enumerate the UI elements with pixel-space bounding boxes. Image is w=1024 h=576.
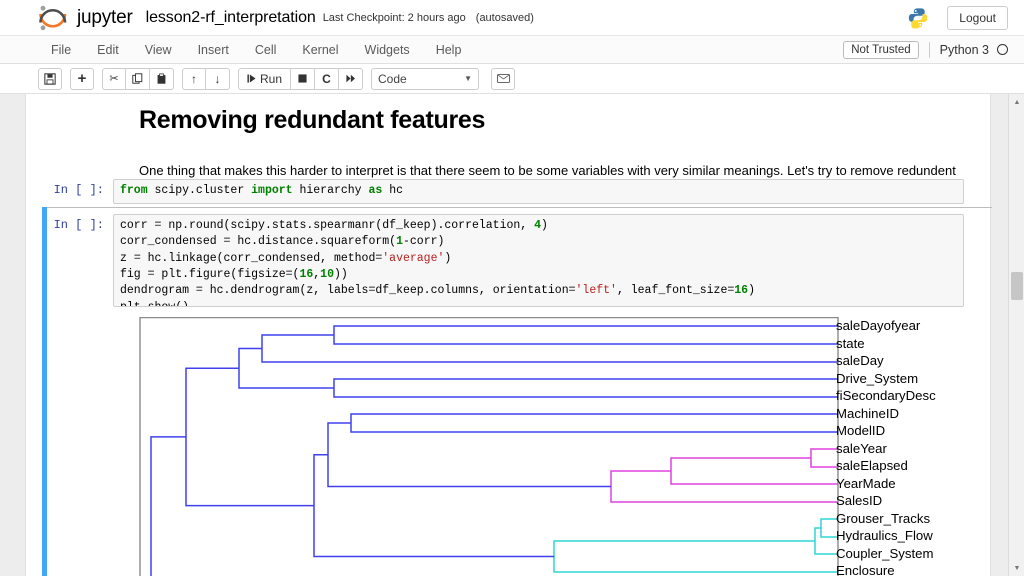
paste-cell-button[interactable] xyxy=(150,68,174,90)
menu-cell[interactable]: Cell xyxy=(242,40,290,60)
move-group: ↑ ↓ xyxy=(182,68,230,90)
scroll-up-arrow-icon[interactable]: ▲ xyxy=(1009,94,1024,110)
floppy-disk-icon xyxy=(44,73,56,85)
notebook-name[interactable]: lesson2-rf_interpretation xyxy=(146,9,316,27)
cell-type-value: Code xyxy=(378,72,407,86)
notebook-page: Removing redundant features One thing th… xyxy=(25,94,991,576)
cell-prompt-1: In [ ]: xyxy=(49,179,113,204)
run-cell-button[interactable]: Run xyxy=(238,68,291,90)
cut-cell-button[interactable]: ✂ xyxy=(102,68,126,90)
scroll-down-arrow-icon[interactable]: ▼ xyxy=(1009,560,1024,576)
menu-items: File Edit View Insert Cell Kernel Widget… xyxy=(38,40,474,60)
leaf-label: saleDayofyear xyxy=(836,317,936,335)
copy-cell-button[interactable] xyxy=(126,68,150,90)
save-button[interactable] xyxy=(38,68,62,90)
dendrogram-leaf-labels: saleDayofyear state saleDay Drive_System… xyxy=(836,317,936,576)
menu-edit[interactable]: Edit xyxy=(84,40,132,60)
menu-widgets[interactable]: Widgets xyxy=(352,40,423,60)
leaf-label: ModelID xyxy=(836,422,936,440)
cell-type-select[interactable]: Code ▼ xyxy=(371,68,479,90)
menubar-divider xyxy=(929,42,930,58)
stop-square-icon xyxy=(298,74,307,83)
keyboard-icon xyxy=(497,74,510,83)
cell-top-border xyxy=(42,207,992,208)
python-logo-icon xyxy=(907,7,929,29)
scissors-icon: ✂ xyxy=(109,72,118,85)
edit-group: ✂ xyxy=(102,68,174,90)
play-step-icon xyxy=(247,74,256,83)
fast-forward-icon xyxy=(346,74,356,83)
jupyter-logo-icon xyxy=(38,5,68,31)
code-cell-2[interactable]: In [ ]: corr = np.round(scipy.stats.spea… xyxy=(49,214,966,307)
scroll-thumb[interactable] xyxy=(1011,272,1023,300)
leaf-label: saleElapsed xyxy=(836,457,936,475)
leaf-label: MachineID xyxy=(836,405,936,423)
menu-kernel[interactable]: Kernel xyxy=(289,40,351,60)
run-group: Run C xyxy=(238,68,363,90)
palette-group xyxy=(491,68,515,90)
kernel-name-label: Python 3 xyxy=(940,43,989,57)
selected-cell-indicator xyxy=(42,207,47,576)
arrow-up-icon: ↑ xyxy=(191,72,197,86)
leaf-label: saleYear xyxy=(836,440,936,458)
jupyter-logo-text: jupyter xyxy=(77,7,133,29)
kernel-idle-circle-icon[interactable] xyxy=(997,44,1008,55)
leaf-label: Hydraulics_Flow xyxy=(836,527,936,545)
dendrogram-plot xyxy=(139,317,839,576)
leaf-label: state xyxy=(836,335,936,353)
leaf-label: Enclosure xyxy=(836,562,936,576)
notebook-toolbar: + ✂ ↑ xyxy=(0,64,1024,94)
leaf-label: fiSecondaryDesc xyxy=(836,387,936,405)
leaf-label: Drive_System xyxy=(836,370,936,388)
run-button-label: Run xyxy=(260,72,282,86)
autosaved-label: (autosaved) xyxy=(476,12,534,24)
trust-status-badge[interactable]: Not Trusted xyxy=(843,41,918,59)
plus-icon: + xyxy=(78,71,87,86)
leaf-label: Coupler_System xyxy=(836,545,936,563)
menu-insert[interactable]: Insert xyxy=(185,40,242,60)
clipboard-icon xyxy=(156,73,167,85)
logout-button[interactable]: Logout xyxy=(947,6,1008,30)
leaf-label: saleDay xyxy=(836,352,936,370)
chevron-down-icon: ▼ xyxy=(464,74,472,83)
open-command-palette-button[interactable] xyxy=(491,68,515,90)
plot-axes-frame xyxy=(140,317,838,576)
menu-file[interactable]: File xyxy=(38,40,84,60)
leaf-label: YearMade xyxy=(836,475,936,493)
move-cell-down-button[interactable]: ↓ xyxy=(206,68,230,90)
code-editor-2[interactable]: corr = np.round(scipy.stats.spearmanr(df… xyxy=(113,214,964,307)
restart-kernel-button[interactable]: C xyxy=(315,68,339,90)
restart-run-all-button[interactable] xyxy=(339,68,363,90)
code-editor-1[interactable]: from scipy.cluster import hierarchy as h… xyxy=(113,179,964,204)
save-group xyxy=(38,68,62,90)
arrow-down-icon: ↓ xyxy=(215,72,221,86)
last-checkpoint-label: Last Checkpoint: 2 hours ago xyxy=(323,12,466,24)
menu-view[interactable]: View xyxy=(132,40,185,60)
leaf-label: Grouser_Tracks xyxy=(836,510,936,528)
interrupt-kernel-button[interactable] xyxy=(291,68,315,90)
copy-icon xyxy=(132,73,143,84)
menu-bar: File Edit View Insert Cell Kernel Widget… xyxy=(0,36,1024,64)
notebook-header: jupyter lesson2-rf_interpretation Last C… xyxy=(0,0,1024,36)
dendrogram-links xyxy=(151,326,838,576)
cell-output-area: saleDayofyear state saleDay Drive_System… xyxy=(139,317,989,576)
code-cell-1[interactable]: In [ ]: from scipy.cluster import hierar… xyxy=(49,179,966,204)
dendrogram-figure: saleDayofyear state saleDay Drive_System… xyxy=(139,317,899,576)
page-scrollbar[interactable]: ▲ ▼ xyxy=(1008,94,1024,576)
leaf-label: SalesID xyxy=(836,492,936,510)
cell-prompt-2: In [ ]: xyxy=(49,214,113,307)
jupyter-logo-link[interactable]: jupyter xyxy=(38,5,133,31)
notebook-scroll-container[interactable]: Removing redundant features One thing th… xyxy=(0,94,1024,576)
menu-help[interactable]: Help xyxy=(423,40,475,60)
restart-circular-arrow-icon: C xyxy=(322,72,331,86)
insert-cell-below-button[interactable]: + xyxy=(70,68,94,90)
move-cell-up-button[interactable]: ↑ xyxy=(182,68,206,90)
insert-group: + xyxy=(70,68,94,90)
page-title: Removing redundant features xyxy=(139,96,969,135)
